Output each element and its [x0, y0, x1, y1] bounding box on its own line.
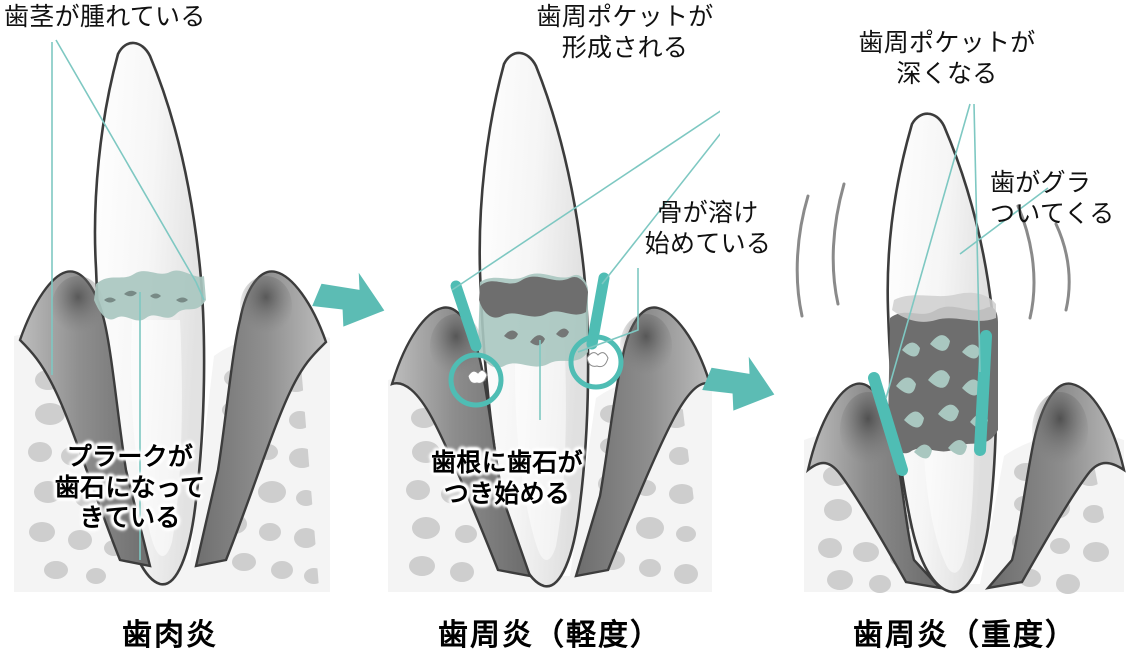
plaque-deposit: [94, 270, 206, 321]
periodontal-pocket-markers: [450, 272, 610, 352]
annotation-bone-dissolving: 骨が溶け 始めている: [644, 198, 772, 258]
tooth-illustration-periodontitis-severe: [795, 103, 1126, 594]
gingiva: [806, 382, 1126, 590]
caption-periodontitis-mild: 歯周炎（軽度）: [438, 618, 662, 653]
panel-gingivitis: 歯茎が腫れている プラークが 歯石になって きている 歯肉炎: [0, 0, 340, 660]
leader-lines: [51, 39, 205, 560]
deep-pocket-markers: [868, 330, 992, 476]
caption-periodontitis-severe: 歯周炎（重度）: [853, 618, 1077, 653]
arrow-stage-1-to-2: [312, 272, 385, 327]
leader-lines: [885, 103, 1049, 399]
annotation-plaque-to-calculus: プラークが 歯石になって きている: [54, 442, 206, 532]
caption-gingivitis: 歯肉炎: [122, 618, 218, 653]
annotation-tooth-loosens: 歯がグラ ついてくる: [990, 168, 1115, 228]
panel-periodontitis-severe: 歯周ポケットが 深くなる 歯がグラ ついてくる 歯周炎（重度）: [790, 0, 1140, 660]
panel-periodontitis-mild: 歯周ポケットが 形成される 骨が溶け 始めている 歯根に歯石が つき始める 歯周…: [380, 0, 771, 660]
annotation-root-calculus: 歯根に歯石が つき始める: [431, 448, 583, 508]
leader-lines: [451, 110, 720, 420]
heavy-calculus: [888, 292, 998, 459]
annotation-pocket-forms: 歯周ポケットが 形成される: [536, 2, 714, 62]
annotation-pocket-deepens: 歯周ポケットが 深くなる: [858, 28, 1036, 88]
calculus-band: [478, 273, 588, 368]
tooth-illustration-periodontitis-mild: [388, 51, 720, 592]
tooth-mobility-lines: [795, 182, 1071, 320]
tooth-illustration-gingivitis: [14, 39, 330, 592]
arrow-stage-2-to-3: [702, 356, 775, 411]
root-calculus-highlights: [448, 334, 624, 408]
annotation-swollen-gums: 歯茎が腫れている: [4, 2, 206, 31]
